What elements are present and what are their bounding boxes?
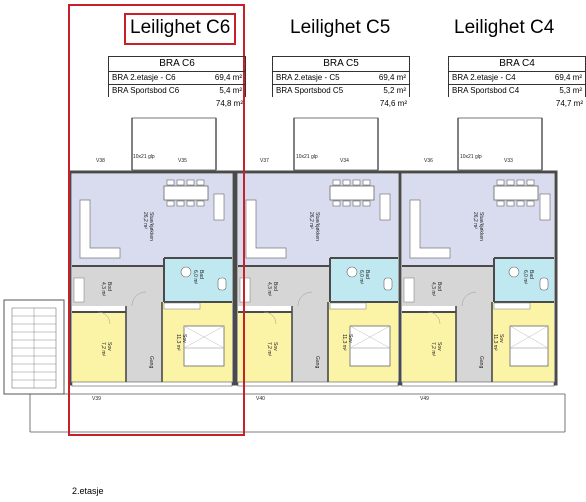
room-label: Bod <box>272 282 278 291</box>
room-area: 6,0 m² <box>358 270 364 285</box>
room-label: Stue/kjøkken <box>478 212 484 241</box>
area-table-c6: BRA C6 BRA 2.etasje - C6 69,4 m² BRA Spo… <box>108 56 246 110</box>
room-label: Sov <box>106 342 112 351</box>
room-label: Sov <box>498 334 504 343</box>
room-area: 11,3 m² <box>341 334 347 351</box>
area-row-value: 5,3 m² <box>559 86 582 95</box>
unit-plan-c6 <box>68 117 236 387</box>
window-label: V49 <box>420 396 429 402</box>
area-row-value: 5,4 m² <box>219 86 242 95</box>
room-label: Gang <box>314 356 320 368</box>
window-label: V38 <box>96 158 105 164</box>
area-row: BRA 2.etasje - C4 69,4 m² <box>448 71 586 84</box>
area-row-label: BRA Sportsbod C4 <box>452 86 520 95</box>
floor-label: 2.etasje <box>72 486 104 496</box>
room-area: 26,2 m² <box>308 212 314 229</box>
window-label: V40 <box>256 396 265 402</box>
selected-unit-highlight <box>68 4 245 436</box>
room-label: Bad <box>198 270 204 279</box>
room-label: Bod <box>436 282 442 291</box>
area-row-value: 5,2 m² <box>383 86 406 95</box>
room-label: Bad <box>528 270 534 279</box>
room-area: 6,0 m² <box>192 270 198 285</box>
window-label: 10x21 glp <box>460 154 482 160</box>
room-area: 4,3 m² <box>266 282 272 297</box>
room-area: 7,2 m² <box>430 342 436 357</box>
area-row-label: BRA 2.etasje - C4 <box>452 73 516 82</box>
window-label: V34 <box>340 158 349 164</box>
room-area: 26,2 m² <box>472 212 478 229</box>
gallery-corridor <box>29 393 566 433</box>
area-row-value: 69,4 m² <box>214 73 242 82</box>
area-row: BRA Sportsbod C4 5,3 m² <box>448 84 586 97</box>
area-row-label: BRA 2.etasje - C5 <box>276 73 340 82</box>
area-total: 74,8 m² <box>215 99 243 108</box>
unit-plan-c5 <box>234 117 402 387</box>
area-row: BRA Sportsbod C6 5,4 m² <box>108 84 246 97</box>
window-label: 10x21 glp <box>296 154 318 160</box>
window-label: V35 <box>178 158 187 164</box>
area-row-label: BRA Sportsbod C5 <box>276 86 344 95</box>
area-row: BRA 2.etasje - C5 69,4 m² <box>272 71 410 84</box>
room-label: Gang <box>148 356 154 368</box>
area-table-c5: BRA C5 BRA 2.etasje - C5 69,4 m² BRA Spo… <box>272 56 410 110</box>
area-row: BRA 2.etasje - C6 69,4 m² <box>108 71 246 84</box>
room-area: 4,3 m² <box>100 282 106 297</box>
window-label: V39 <box>92 396 101 402</box>
room-label: Sov <box>272 342 278 351</box>
room-area: 7,2 m² <box>266 342 272 357</box>
area-row-label: BRA 2.etasje - C6 <box>112 73 176 82</box>
room-label: Bod <box>106 282 112 291</box>
plan-labels: V38 V35 10x21 glp V39 Stue/kjøkken 26,2 … <box>92 154 534 402</box>
area-row: BRA Sportsbod C5 5,2 m² <box>272 84 410 97</box>
unit-title-c5[interactable]: Leilighet C5 <box>290 17 391 38</box>
area-row-label: BRA Sportsbod C6 <box>112 86 180 95</box>
room-area: 11,3 m² <box>492 334 498 351</box>
room-area: 26,2 m² <box>142 212 148 229</box>
room-label: Stue/kjøkken <box>148 212 154 241</box>
area-table-header: BRA C5 <box>272 56 410 71</box>
staircase <box>3 299 65 395</box>
room-label: Bad <box>364 270 370 279</box>
area-table-header: BRA C6 <box>108 56 246 71</box>
room-label: Sov <box>436 342 442 351</box>
area-total: 74,6 m² <box>379 99 407 108</box>
room-label: Sov <box>347 334 353 343</box>
room-label: Stue/kjøkken <box>314 212 320 241</box>
area-table-c4: BRA C4 BRA 2.etasje - C4 69,4 m² BRA Spo… <box>448 56 586 110</box>
window-label: V33 <box>504 158 513 164</box>
room-area: 11,3 m² <box>175 334 181 351</box>
room-area: 6,0 m² <box>522 270 528 285</box>
room-area: 4,3 m² <box>430 282 436 297</box>
area-total: 74,7 m² <box>555 99 583 108</box>
window-label: 10x21 glp <box>133 154 155 160</box>
unit-plan-c4 <box>398 117 558 387</box>
room-label: Sov <box>181 334 187 343</box>
room-label: Gang <box>478 356 484 368</box>
unit-title-c4[interactable]: Leilighet C4 <box>454 17 555 38</box>
room-area: 7,2 m² <box>100 342 106 357</box>
area-row-value: 69,4 m² <box>378 73 406 82</box>
area-table-header: BRA C4 <box>448 56 586 71</box>
window-label: V37 <box>260 158 269 164</box>
window-label: V36 <box>424 158 433 164</box>
unit-title-c6[interactable]: Leilighet C6 <box>124 13 237 45</box>
area-row-value: 69,4 m² <box>554 73 582 82</box>
